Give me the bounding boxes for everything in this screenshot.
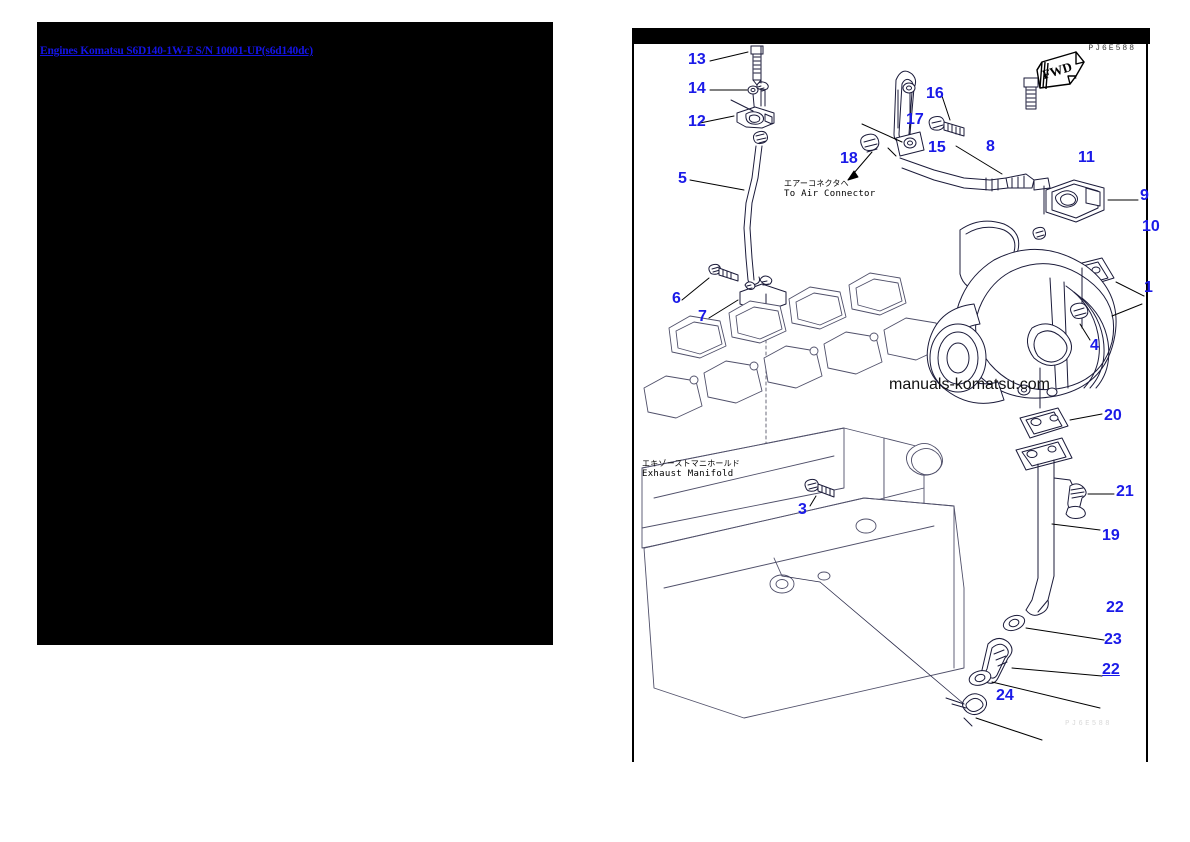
part-24-banjo — [945, 693, 988, 727]
diagram-linework — [641, 45, 1145, 741]
site-watermark: manuals-komatsu.com — [889, 376, 1050, 393]
part-8-hose — [899, 157, 1051, 192]
part-21-bolt — [1065, 483, 1087, 519]
part-3-bolt — [804, 478, 835, 498]
callout-19[interactable]: 19 — [1102, 527, 1120, 544]
callout-18[interactable]: 18 — [840, 150, 858, 167]
part-22a-washer — [1002, 614, 1026, 632]
part-washer-small — [1032, 226, 1046, 240]
callout-5[interactable]: 5 — [678, 170, 687, 187]
document-preview-panel: Engines Komatsu S6D140-1W-F S/N 10001-UP… — [37, 22, 553, 645]
part-17-bracket — [893, 70, 925, 157]
callout-3[interactable]: 3 — [798, 501, 807, 518]
callout-1[interactable]: 1 — [1144, 279, 1153, 296]
callout-9[interactable]: 9 — [1140, 187, 1149, 204]
parts-diagram-panel: PJ6E588 — [632, 28, 1160, 762]
callout-12[interactable]: 12 — [688, 113, 706, 130]
part-13-bolt — [750, 45, 764, 86]
part-6-bolt — [708, 263, 739, 282]
callout-24[interactable]: 24 — [996, 687, 1014, 704]
part-22b-washer — [968, 670, 992, 686]
diagram-part-code: PJ6E588 — [1088, 44, 1136, 53]
fwd-direction-badge: FWD — [1032, 44, 1092, 96]
part-12-bracket — [730, 45, 775, 129]
callout-17[interactable]: 17 — [906, 111, 924, 128]
diagram-top-bar — [634, 28, 1150, 44]
callout-23[interactable]: 23 — [1104, 631, 1122, 648]
annotation-exhaust-manifold: エキゾーストマニホールド Exhaust Manifold — [642, 459, 740, 479]
callout-4[interactable]: 4 — [1090, 337, 1099, 354]
part-16-bolt — [928, 116, 965, 137]
part-4-bolt — [1070, 302, 1091, 341]
callout-22b[interactable]: 22 — [1102, 661, 1120, 678]
callout-21[interactable]: 21 — [1116, 483, 1134, 500]
callout-20[interactable]: 20 — [1104, 407, 1122, 424]
callout-10[interactable]: 10 — [1142, 218, 1160, 235]
callout-7[interactable]: 7 — [698, 308, 707, 325]
engine-block — [641, 272, 965, 719]
part-1-turbocharger — [926, 220, 1117, 404]
diagram-footer-code: PJ6E588 — [1065, 720, 1112, 728]
callout-22a[interactable]: 22 — [1106, 599, 1124, 616]
part-14-washer — [747, 85, 759, 117]
part-18-fitting — [860, 133, 880, 153]
callout-8[interactable]: 8 — [986, 138, 995, 155]
callout-14[interactable]: 14 — [688, 80, 706, 97]
annotation-to-air-connector: エアーコネクタへ To Air Connector — [784, 179, 876, 199]
part-20-gasket — [1019, 367, 1069, 439]
part-11-bolt — [1023, 77, 1039, 110]
callout-11[interactable]: 11 — [1078, 149, 1095, 166]
part-19-tube — [1015, 437, 1075, 616]
callout-15[interactable]: 15 — [928, 139, 946, 156]
callout-13[interactable]: 13 — [688, 51, 706, 68]
part-5-tube — [743, 130, 768, 285]
callout-6[interactable]: 6 — [672, 290, 681, 307]
part-9-elbow — [1043, 179, 1105, 223]
document-title-link[interactable]: Engines Komatsu S6D140-1W-F S/N 10001-UP… — [40, 45, 313, 57]
callout-16[interactable]: 16 — [926, 85, 944, 102]
